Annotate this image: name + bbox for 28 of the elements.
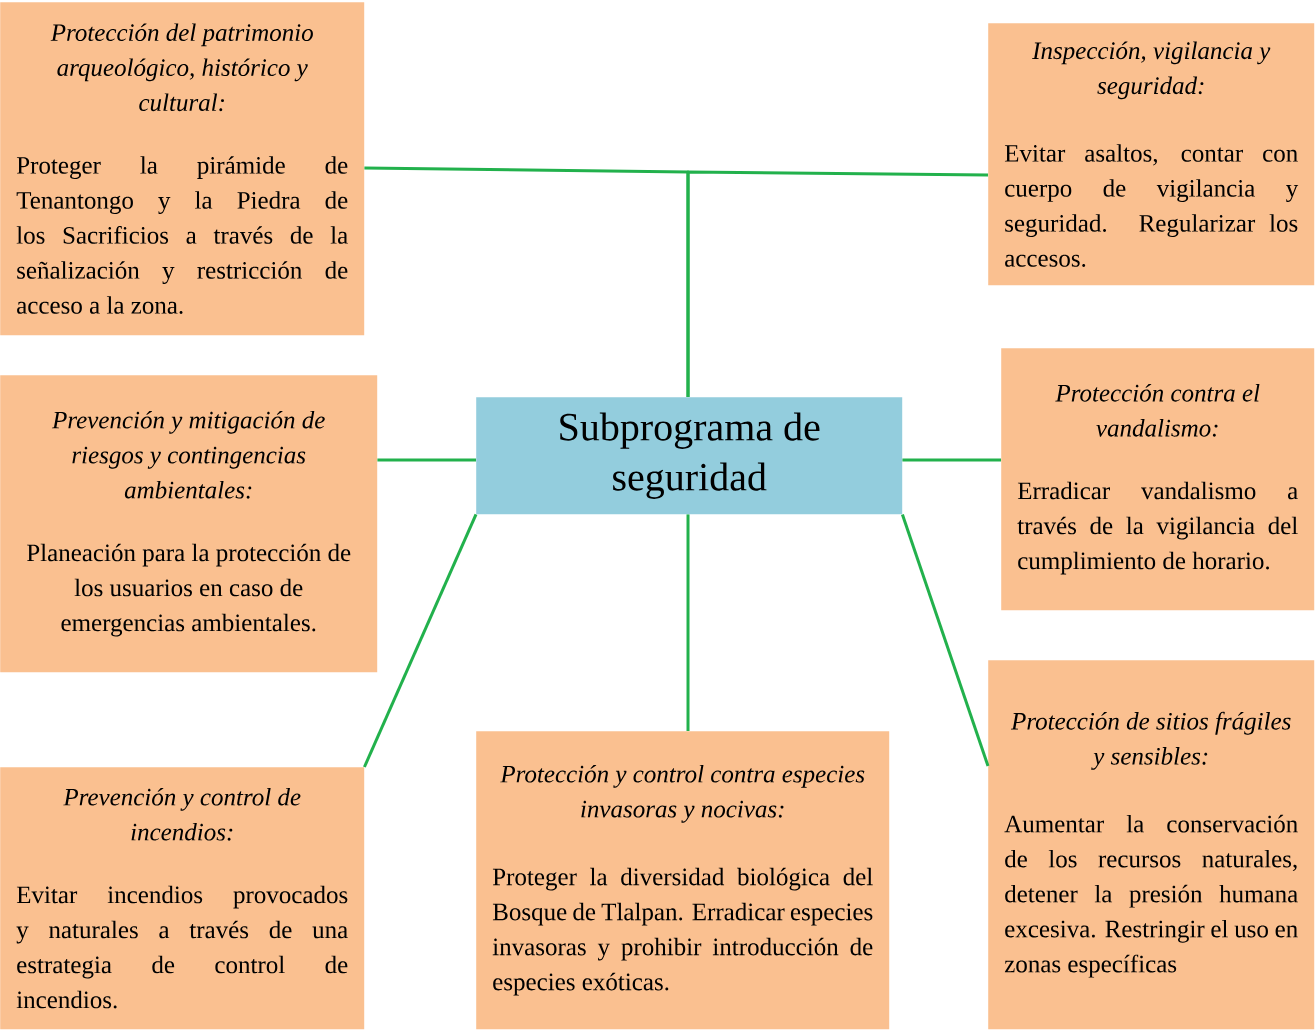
topic-heading: Protección de sitios frágiles y sensibles:: [1010, 711, 1291, 770]
topic-heading: Inspección, vigilancia y seguridad:: [1032, 41, 1271, 100]
topic-description: Evitar incendios provocados y naturales a través de una estrategia de control de incendios.: [16, 885, 348, 1009]
topic-description: Aumentar la conservación de los recursos naturales, detener la presión humana excesiva. Restringir el uso en zonas específicas: [1004, 814, 1298, 978]
topic-heading: Prevención y control de incendios:: [63, 788, 301, 841]
connector-line: [363, 513, 478, 768]
topic-description: Erradicar vandalismo a través de la vigilancia del cumplimiento de horario.: [1017, 481, 1298, 575]
topic-heading: Protección y control contra especies invasoras y nocivas:: [500, 764, 865, 823]
topic-box: [0, 2, 365, 336]
connector-line: [377, 458, 476, 462]
connector-line: [686, 514, 690, 731]
topic-box: [988, 23, 1315, 286]
topic-description: Proteger la pirámide de Tenantongo y la Piedra de los Sacrificios a través de la señalización y restricción de acceso a la zona.: [16, 156, 348, 314]
topic-box: [1001, 348, 1315, 611]
topic-heading: Protección del patrimonio arqueológico, histórico y cultural:: [50, 23, 313, 112]
connector-line: [901, 513, 990, 767]
topic-heading: Protección contra el vandalismo:: [1055, 384, 1260, 437]
topic-box: [476, 731, 890, 1030]
topic-description: Planeación para la protección de los usuarios en caso de emergencias ambientales.: [27, 543, 351, 637]
topic-description: Proteger la diversidad biológica del Bosque de Tlalpan. Erradicar especies invasoras y prohibir introducción de especies exóticas.: [492, 867, 873, 996]
connector-line: [902, 458, 1001, 462]
topic-description: Evitar asaltos, contar con cuerpo de vigilancia y seguridad. Regularizar los accesos.: [1004, 144, 1299, 267]
topic-box: [0, 767, 365, 1030]
topic-heading: Prevención y mitigación de riesgos y contingencias ambientales:: [51, 410, 325, 499]
topic-box: [0, 375, 378, 673]
topic-box: [988, 660, 1315, 1030]
connector-line: [686, 170, 989, 397]
central-topic-box: Subprograma de seguridad: [476, 397, 903, 515]
